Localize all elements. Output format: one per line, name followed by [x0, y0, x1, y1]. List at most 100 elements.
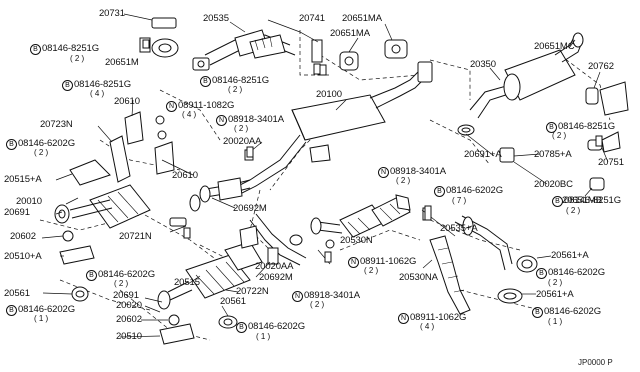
bolt-quantity: ( 2 ): [552, 131, 567, 140]
bolt-symbol-icon: B: [62, 80, 73, 91]
bolt-quantity: ( 2 ): [114, 279, 129, 288]
nut-symbol-icon: N: [292, 291, 303, 302]
label-20020: 20020: [116, 300, 142, 311]
label-20535A: 20535+A: [440, 223, 478, 234]
label-20530NA: 20530NA: [399, 272, 438, 283]
nut-quantity: ( 2 ): [364, 266, 379, 275]
rear-hangers: [499, 81, 629, 191]
bolt-part-number: 08146-6202G: [98, 269, 156, 280]
bolt-part-number: 08146-8251G: [564, 195, 622, 206]
bolt-symbol-icon: B: [532, 307, 543, 318]
nut-symbol-icon: N: [398, 313, 409, 324]
nut-symbol-icon: N: [348, 257, 359, 268]
bolt-quantity: ( 2 ): [34, 148, 49, 157]
label-20722N: 20722N: [236, 286, 269, 297]
bolt-part-number: 08146-6202G: [548, 267, 606, 278]
bolt-quantity: ( 1 ): [34, 314, 49, 323]
label-20721N: 20721N: [119, 231, 152, 242]
bolt-part-number: 08146-6202G: [544, 306, 602, 317]
bolt-quantity: ( 7 ): [452, 196, 467, 205]
bolt-part-number: 08146-8251G: [558, 121, 616, 132]
bolt-quantity: ( 2 ): [70, 54, 85, 63]
bolt-symbol-icon: B: [30, 44, 41, 55]
label-20651MA-b: 20651MA: [330, 28, 370, 39]
label-20510: 20510: [116, 331, 142, 342]
label-20561A-b: 20561+A: [536, 289, 574, 300]
clamps-20561A: [497, 255, 552, 304]
label-20561A-a: 20561+A: [551, 250, 589, 261]
bolt-quantity: ( 2 ): [548, 278, 563, 287]
front-tube-20535A: [422, 207, 513, 315]
label-20515A: 20515+A: [4, 174, 42, 185]
label-20020AA-b: 20020AA: [255, 261, 294, 272]
nut-part-number: 08911-1082G: [178, 100, 235, 111]
label-20741: 20741: [299, 13, 325, 24]
nut-quantity: ( 4 ): [182, 110, 197, 119]
bolt-quantity: ( 1 ): [548, 317, 563, 326]
front-catalyst-lower: [157, 217, 263, 345]
label-20561-b: 20561: [220, 296, 246, 307]
bolt-symbol-icon: B: [6, 139, 17, 150]
nut-part-number: 08918-3401A: [390, 166, 446, 177]
label-20751: 20751: [598, 157, 624, 168]
front-catalyst-upper: [54, 159, 151, 265]
nut-symbol-icon: N: [166, 101, 177, 112]
label-20651MA-a: 20651MA: [342, 13, 382, 24]
label-20691-b: 20691: [113, 290, 139, 301]
label-20691A: 20691+A: [464, 149, 502, 160]
label-20602-b: 20602: [116, 314, 142, 325]
label-20692M-a: 20692M: [233, 203, 267, 214]
label-20100: 20100: [316, 89, 342, 100]
bolt-symbol-icon: B: [86, 270, 97, 281]
nut-part-number: 08918-3401A: [228, 114, 284, 125]
label-20610-a: 20610: [114, 96, 140, 107]
hanger-20731: [123, 13, 179, 58]
bolt-part-number: 08146-6202G: [248, 321, 306, 332]
catalyst-20530N: [310, 194, 411, 249]
leader-lines: [41, 19, 609, 338]
label-20020BC: 20020BC: [534, 179, 573, 190]
nut-part-number: 08911-1062G: [360, 256, 417, 267]
nut-symbol-icon: N: [378, 167, 389, 178]
label-20691-a: 20691: [4, 207, 30, 218]
bolt-part-number: 08146-8251G: [42, 43, 100, 54]
bolt-part-number: 08146-6202G: [18, 304, 76, 315]
nut-quantity: ( 2 ): [310, 300, 325, 309]
label-20692M-b: 20692M: [259, 272, 293, 283]
label-20515: 20515: [174, 277, 200, 288]
label-20602-a: 20602: [10, 231, 36, 242]
rear-muffler-20350: [457, 32, 584, 136]
label-20010: 20010: [16, 196, 42, 207]
bolt-symbol-icon: B: [6, 305, 17, 316]
bolt-symbol-icon: B: [434, 186, 445, 197]
bolt-glyphs: [142, 39, 603, 263]
nut-quantity: ( 4 ): [420, 322, 435, 331]
label-20610-b: 20610: [172, 170, 198, 181]
center-muffler-20100: [229, 61, 433, 197]
label-20510A: 20510+A: [4, 251, 42, 262]
label-20651M: 20651M: [105, 57, 139, 68]
bolt-symbol-icon: B: [200, 76, 211, 87]
bolt-part-number: 08146-8251G: [74, 79, 132, 90]
label-20785A: 20785+A: [534, 149, 572, 160]
front-tube-20535: [192, 29, 296, 71]
bolt-symbol-icon: B: [236, 322, 247, 333]
bolt-symbol-icon: B: [536, 268, 547, 279]
nut-part-number: 08911-1062G: [410, 312, 467, 323]
nut-quantity: ( 2 ): [234, 124, 249, 133]
bolt-part-number: 08146-8251G: [212, 75, 270, 86]
label-20651MC: 20651MC: [534, 41, 575, 52]
bolt-part-number: 08146-6202G: [446, 185, 504, 196]
bolt-quantity: ( 2 ): [228, 85, 243, 94]
label-20723N: 20723N: [40, 119, 73, 130]
nut-symbol-icon: N: [216, 115, 227, 126]
label-20020AA-a: 20020AA: [223, 136, 262, 147]
bolt-quantity: ( 4 ): [90, 89, 105, 98]
label-20731: 20731: [99, 8, 125, 19]
label-20651MB: 20651MB: [562, 195, 602, 206]
label-20350: 20350: [470, 59, 496, 70]
hangers-20741: [311, 39, 408, 76]
label-20530N: 20530N: [340, 235, 373, 246]
